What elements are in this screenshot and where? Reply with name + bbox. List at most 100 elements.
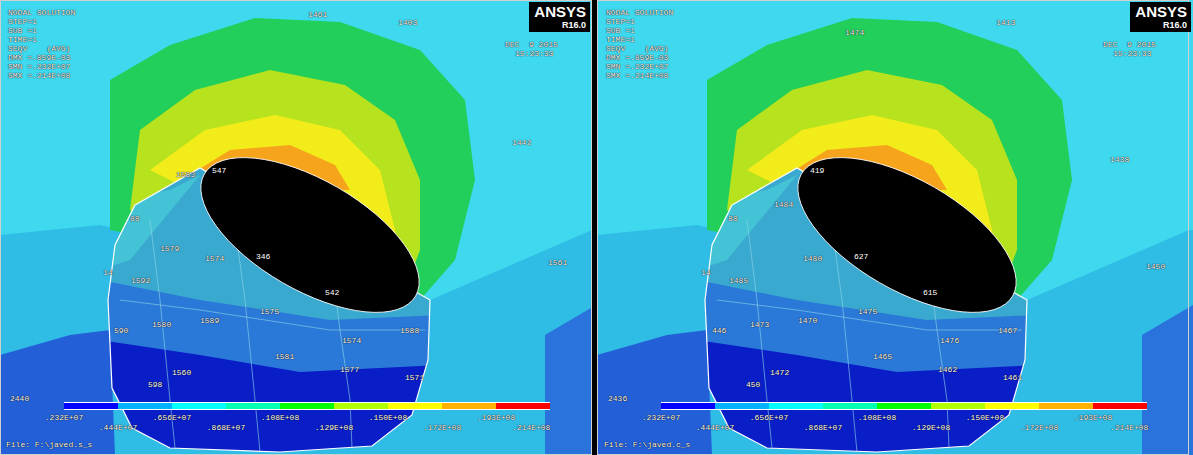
contour-value: 1480 <box>803 254 822 263</box>
file-path: File: F:\javed.s_s <box>6 440 92 449</box>
legend-value: .444E+07 <box>696 423 734 432</box>
contour-value: 1450 <box>1146 262 1165 271</box>
left-panel <box>0 0 596 455</box>
legend-value: .172E+08 <box>1020 423 1058 432</box>
contour-value: 1574 <box>205 254 224 263</box>
legend-value: .150E+08 <box>966 413 1004 422</box>
contour-value: 450 <box>746 380 760 389</box>
logo-text: ANSYS <box>534 4 586 20</box>
logo-text: ANSYS <box>1135 4 1187 20</box>
legend-swatch <box>985 402 1039 410</box>
contour-value: 1592 <box>131 276 150 285</box>
plot-info: DMX =.859E-03 <box>606 53 668 62</box>
contour-value: 1474 <box>845 28 864 37</box>
plot-info: SMX =.214E+08 <box>8 71 70 80</box>
contour-value: 547 <box>212 166 226 175</box>
plot-info: SEQV (AVG) <box>8 44 70 53</box>
contour-value: 1579 <box>160 244 179 253</box>
legend-value: .232E+07 <box>642 413 680 422</box>
plot-info: DEC 9 2015 <box>1103 40 1156 49</box>
contour-value: 1461 <box>1003 373 1022 382</box>
plot-info: SMN =.232E+07 <box>8 62 70 71</box>
legend-value: .108E+08 <box>858 413 896 422</box>
contour-value: 1588 <box>400 326 419 335</box>
legend-swatch <box>496 402 550 410</box>
contour-value: 1583 <box>176 170 195 179</box>
plot-info: NODAL SOLUTION <box>606 8 673 17</box>
legend-swatch <box>226 402 280 410</box>
legend-swatch <box>1039 402 1093 410</box>
legend-value: .129E+08 <box>912 423 950 432</box>
legend-swatch <box>442 402 496 410</box>
contour-value: 1475 <box>858 307 877 316</box>
contour-value: 1442 <box>512 138 531 147</box>
plot-info: TIME=1 <box>606 35 635 44</box>
contour-value: 88 <box>130 214 140 223</box>
legend-value: .108E+08 <box>261 413 299 422</box>
legend-swatch <box>1093 402 1147 410</box>
legend-value: .150E+08 <box>369 413 407 422</box>
contour-value: 14 <box>701 268 711 277</box>
legend-value: .129E+08 <box>315 423 353 432</box>
plot-info: SMX =.214E+08 <box>606 71 668 80</box>
plot-info: DEC 9 2015 <box>505 40 558 49</box>
contour-value: 1470 <box>798 316 817 325</box>
contour-value: 1581 <box>275 352 294 361</box>
legend-value: .172E+08 <box>423 423 461 432</box>
legend-value: .656E+07 <box>750 413 788 422</box>
contour-value: 2440 <box>10 394 29 403</box>
legend-swatch <box>64 402 118 410</box>
legend-swatch <box>661 402 715 410</box>
legend-swatch <box>877 402 931 410</box>
contour-value: 446 <box>712 326 726 335</box>
plot-info: STEP=1 <box>8 17 37 26</box>
plot-info: TIME=1 <box>8 35 37 44</box>
contour-value: 1467 <box>998 326 1017 335</box>
legend-value: .193E+08 <box>1074 413 1112 422</box>
contour-value: 1589 <box>200 316 219 325</box>
panel-separator <box>592 0 597 455</box>
plot-info: 15:23:33 <box>1113 49 1151 58</box>
legend-swatch <box>715 402 769 410</box>
contour-value: 1580 <box>152 320 171 329</box>
plot-info: 15:23:33 <box>515 49 553 58</box>
plot-info: SUB =1 <box>606 26 635 35</box>
legend-swatch <box>172 402 226 410</box>
contour-value: 1577 <box>340 365 359 374</box>
legend-swatch <box>280 402 334 410</box>
contour-value: 1571 <box>405 373 424 382</box>
plot-info: NODAL SOLUTION <box>8 8 75 17</box>
legend-swatch <box>118 402 172 410</box>
contour-value: 1476 <box>940 336 959 345</box>
legend-value: .232E+07 <box>45 413 83 422</box>
version-text: R16.0 <box>534 20 586 30</box>
legend-value: .656E+07 <box>153 413 191 422</box>
legend-swatch <box>931 402 985 410</box>
plot-info: SUB =1 <box>8 26 37 35</box>
contour-value: 1465 <box>873 352 892 361</box>
contour-value: 1473 <box>750 320 769 329</box>
legend-value: .868E+07 <box>207 423 245 432</box>
contour-value: 1574 <box>342 336 361 345</box>
contour-value: 88 <box>728 214 738 223</box>
logo-box: ANSYSR16.0 <box>529 2 590 32</box>
contour-value: 1403 <box>398 18 417 27</box>
plot-info: DMX =.859E-03 <box>8 53 70 62</box>
contour-value: 1484 <box>774 200 793 209</box>
contour-value: 1561 <box>548 258 567 267</box>
legend-value: .868E+07 <box>804 423 842 432</box>
contour-value: 1560 <box>172 368 191 377</box>
plot-info: SEQV (AVG) <box>606 44 668 53</box>
contour-value: 1472 <box>770 368 789 377</box>
logo-box: ANSYSR16.0 <box>1130 2 1191 32</box>
file-path: File: F:\javed.c_s <box>604 440 690 449</box>
legend-max-value: .214E+08 <box>512 423 550 432</box>
contour-value: 590 <box>114 326 128 335</box>
contour-value: 1462 <box>938 365 957 374</box>
contour-value: 346 <box>256 252 270 261</box>
contour-value: 1575 <box>260 307 279 316</box>
plot-info: SMN =.232E+07 <box>606 62 668 71</box>
contour-value: 14 <box>103 268 113 277</box>
legend-value: .193E+08 <box>477 413 515 422</box>
